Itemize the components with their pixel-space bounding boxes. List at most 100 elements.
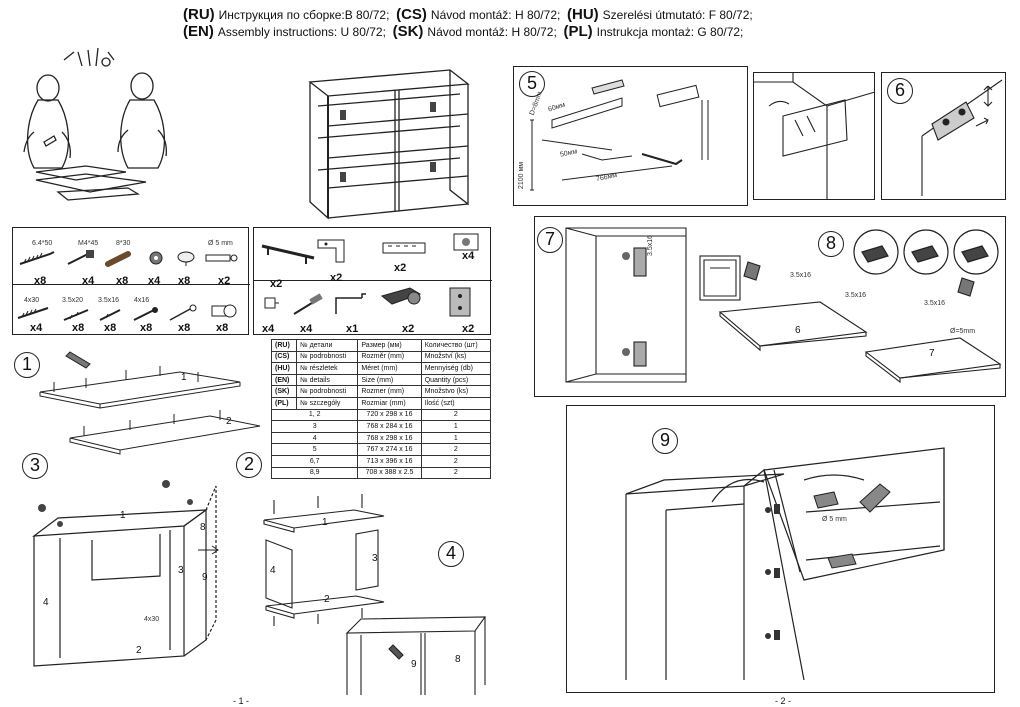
screw-icon <box>17 307 49 319</box>
dowel-icon <box>105 251 131 267</box>
step-6-number: 6 <box>887 78 913 104</box>
screw-icon <box>19 251 55 265</box>
hinge-icon <box>380 287 422 305</box>
hw-label-1: 6.4*50 <box>32 240 53 247</box>
step-9-number: 9 <box>652 428 678 454</box>
hw-qty-11: x8 <box>178 322 191 334</box>
parts-table-size-cell: 708 x 388 x 2.5 <box>357 466 422 480</box>
hardware-divider <box>254 280 492 281</box>
step-5-illustration <box>530 79 709 191</box>
header-cs: Návod montáž: H 80/72; <box>430 8 561 22</box>
step-5-detail-wall <box>753 72 875 200</box>
parts-table-header-cell: Mennyiség (db) <box>420 362 492 375</box>
step-3-illustration <box>32 480 219 667</box>
page-number-left: - 1 - <box>233 696 250 706</box>
step-1-part-1: 1 <box>181 372 187 383</box>
parts-table-size-cell: 768 x 284 x 16 <box>357 420 422 433</box>
hinge-detail-icon <box>853 229 999 275</box>
parts-table-header-cell: Rozmer (mm) <box>357 385 422 398</box>
two-person-assembly-icon <box>23 47 167 201</box>
parts-table-header-cell: (EN) <box>270 373 298 387</box>
header-line-1: (RU)Инструкция по сборке:В 80/72; (CS)Ná… <box>183 6 753 23</box>
step-8-d-label: Ø=5mm <box>950 328 976 335</box>
hw-qty-1: x8 <box>34 275 47 287</box>
parts-table-header-cell: № szczegóły <box>296 396 359 410</box>
screw-icon <box>133 307 158 321</box>
step-1-part-2: 2 <box>226 416 232 427</box>
hw-label-7: 4x30 <box>24 297 40 304</box>
step-8-part-7: 7 <box>929 348 935 359</box>
parts-table-header-cell: Množstvo (ks) <box>420 385 492 398</box>
hw-r-qty-6: x4 <box>300 323 313 335</box>
parts-table-header-cell: (RU) <box>270 339 298 352</box>
step-7-screw-label: 3.5x16 <box>647 234 655 257</box>
anchor-icon <box>293 293 323 315</box>
hw-label-3: 8*30 <box>116 240 131 247</box>
step-4-part-9: 9 <box>411 659 417 670</box>
hw-qty-6: x2 <box>218 275 231 287</box>
parts-table-header-cell: (HU) <box>270 362 298 375</box>
step-1-number: 1 <box>14 352 40 378</box>
header-en: Assembly instructions: U 80/72; <box>217 25 386 39</box>
hw-r-qty-1: x2 <box>270 278 283 290</box>
header-ru: Инструкция по сборке:В 80/72; <box>218 8 390 22</box>
hw-qty-3: x8 <box>116 275 129 287</box>
parts-table-qty-cell: 2 <box>420 443 492 456</box>
hw-r-qty-4: x4 <box>462 250 475 262</box>
hw-qty-8: x8 <box>72 322 85 334</box>
step-5-height-label: 2100 мм <box>518 161 526 190</box>
hw-qty-9: x8 <box>104 322 117 334</box>
hw-r-qty-2: x2 <box>330 272 343 284</box>
handle-icon <box>261 244 315 264</box>
step-8-screw-b: 3.5x16 <box>845 292 867 299</box>
step-3-number: 3 <box>22 453 48 479</box>
hw-r-qty-3: x2 <box>394 262 407 274</box>
nut-icon <box>149 251 163 265</box>
nail-icon <box>169 304 197 321</box>
step-2-number: 2 <box>236 452 262 478</box>
parts-table-part-cell: 3 <box>270 420 359 433</box>
shelf-support-icon <box>264 297 279 309</box>
step-3-part-1: 1 <box>120 510 126 521</box>
hardware-box-right <box>253 227 492 335</box>
step-9-d-label: Ø 5 mm <box>822 516 847 523</box>
step-5-detail-illustration <box>753 72 876 200</box>
pin-icon <box>205 254 238 262</box>
parts-table-size-cell: 720 x 298 x 16 <box>357 408 422 422</box>
hw-label-10: 4x16 <box>134 297 150 304</box>
step-2-illustration <box>263 494 385 626</box>
step-8-illustration <box>699 255 1002 384</box>
parts-table-header-cell: Quantity (pcs) <box>420 373 492 387</box>
step-1-illustration <box>39 351 261 455</box>
hw-label-9: 3.5x16 <box>98 297 120 304</box>
hw-qty-7: x4 <box>30 322 43 334</box>
screw-icon <box>99 309 121 321</box>
rail-icon <box>382 242 426 254</box>
hardware-divider <box>13 284 250 285</box>
parts-table-header-cell: (CS) <box>270 350 298 364</box>
cabinet-overview-illustration <box>308 69 470 220</box>
parts-table-qty-cell: 2 <box>420 454 492 468</box>
hw-qty-4: x4 <box>148 275 161 287</box>
parts-table-header-cell: № podrobnosti <box>296 385 359 398</box>
parts-table-part-cell: 5 <box>270 443 359 456</box>
parts-table-header-cell: Méret (mm) <box>357 362 422 375</box>
hanger-bracket-icon <box>317 239 345 263</box>
parts-table-size-cell: 767 x 274 x 16 <box>357 443 422 456</box>
page-number-right: - 2 - <box>775 696 792 706</box>
hw-qty-2: x4 <box>82 275 95 287</box>
parts-table-size-cell: 768 x 298 x 16 <box>357 431 422 445</box>
parts-table-qty-cell: 2 <box>420 408 492 422</box>
hw-r-qty-9: x2 <box>462 323 475 335</box>
hw-qty-5: x8 <box>178 275 191 287</box>
parts-table-header-cell: № podrobnosti <box>296 350 359 364</box>
